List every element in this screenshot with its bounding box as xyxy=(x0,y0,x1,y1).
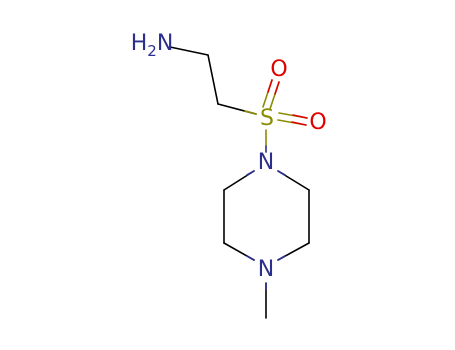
bond-ring-1-blue xyxy=(246,170,255,176)
amine-label: H2N xyxy=(131,31,174,60)
bond-ring-3-blue xyxy=(246,255,255,261)
bond-s-o-top-b2 xyxy=(274,81,280,95)
bond-amine-c1 xyxy=(169,46,209,56)
bond-c2-s-colored xyxy=(244,110,257,115)
amine-n: N xyxy=(157,31,173,56)
oxygen-top-label: O xyxy=(270,57,287,82)
atom-labels: H2N S O O N N xyxy=(131,31,327,282)
bond-ring-4-blue xyxy=(277,255,286,261)
bond-s-o-top-a2 xyxy=(267,79,273,93)
nitrogen-bottom-label: N xyxy=(258,257,274,282)
nitrogen-top-label: N xyxy=(258,150,274,175)
bonds xyxy=(169,46,310,319)
bond-s-o-right-a2 xyxy=(292,114,308,119)
amine-h: H xyxy=(131,31,148,56)
sulfur-label: S xyxy=(260,106,274,131)
oxygen-right-label: O xyxy=(309,110,326,135)
amine-subscript: 2 xyxy=(147,42,157,60)
bond-ring-6-blue xyxy=(277,170,286,176)
bond-s-o-right-b2 xyxy=(291,121,307,126)
bond-c1-c2 xyxy=(207,54,219,105)
